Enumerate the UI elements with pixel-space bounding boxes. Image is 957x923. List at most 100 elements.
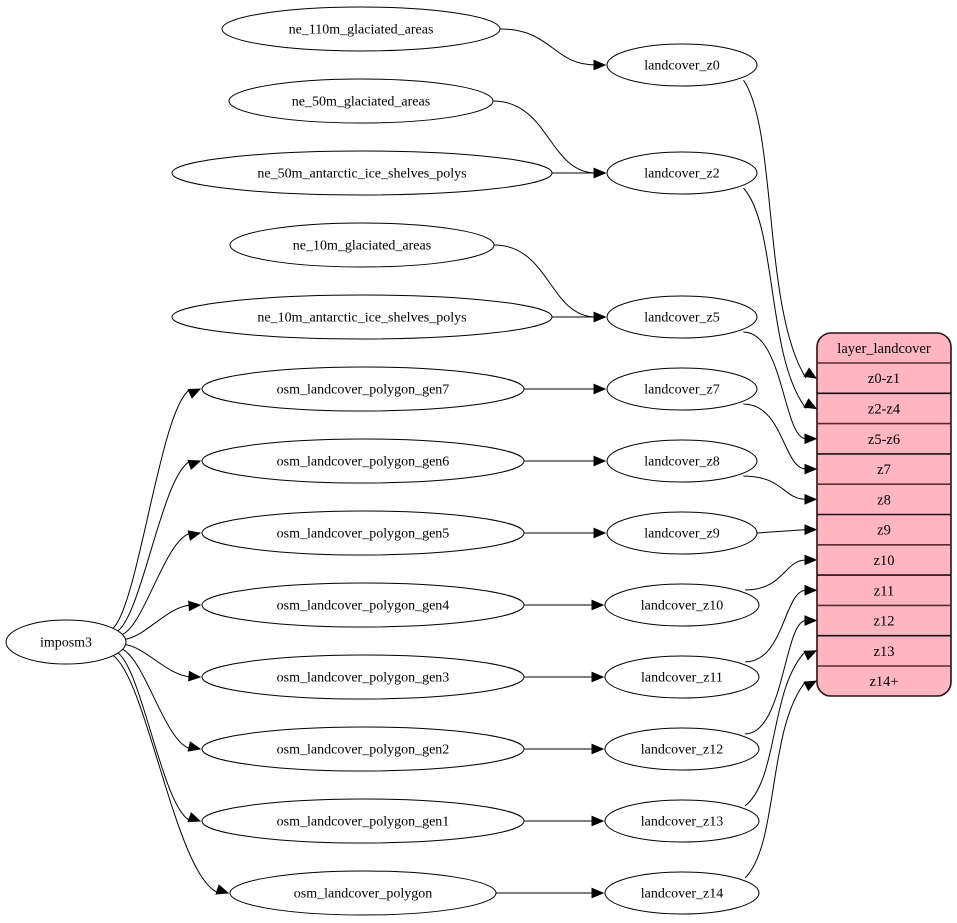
node-label: osm_landcover_polygon_gen3 <box>277 671 450 686</box>
layer-landcover-table: layer_landcoverz0-z1z2-z4z5-z6z7z8z9z10z… <box>816 332 952 697</box>
osm-node-osm_gen7[interactable]: osm_landcover_polygon_gen7 <box>201 366 525 412</box>
osm-node-osm_gen1[interactable]: osm_landcover_polygon_gen1 <box>201 798 525 844</box>
edge-ne50ice-to-z2 <box>552 167 607 179</box>
edge-arrowhead <box>591 671 605 683</box>
edge-landcover_z7-to-table-row-3 <box>743 403 818 475</box>
node-label: landcover_z8 <box>644 455 719 470</box>
edge-line <box>743 79 807 379</box>
osm-node-osm_gen5[interactable]: osm_landcover_polygon_gen5 <box>201 510 525 556</box>
edge-arrowhead <box>804 463 818 475</box>
landcover-node-landcover_z8[interactable]: landcover_z8 <box>606 439 758 483</box>
landcover-node-landcover_z14[interactable]: landcover_z14 <box>604 871 760 915</box>
ne-node-ne110_glaciated[interactable]: ne_110m_glaciated_areas <box>221 6 501 52</box>
ne-node-ne50_glaciated[interactable]: ne_50m_glaciated_areas <box>228 78 494 124</box>
edge-imposm3-to-osm_gen1 <box>117 652 202 823</box>
edge-line <box>117 652 192 822</box>
node-shape <box>229 870 497 916</box>
node-shape <box>604 799 760 843</box>
edge-line <box>121 648 192 750</box>
node-label: ne_10m_antarctic_ice_shelves_polys <box>257 311 466 326</box>
node-shape <box>604 583 760 627</box>
table-row-label: z11 <box>874 583 894 599</box>
edge-landcover_z2-to-table-row-1 <box>743 187 818 410</box>
node-label: osm_landcover_polygon_gen7 <box>277 383 450 398</box>
landcover-node-landcover_z0[interactable]: landcover_z0 <box>606 43 758 87</box>
node-shape <box>201 438 525 484</box>
edge-arrowhead <box>591 887 605 899</box>
landcover-node-landcover_z9[interactable]: landcover_z9 <box>606 511 758 555</box>
edge-arrowhead <box>188 670 202 682</box>
node-shape <box>228 78 494 124</box>
edge-osm_polygon-to-landcover_z14 <box>496 887 605 899</box>
landcover-node-landcover_z12[interactable]: landcover_z12 <box>604 727 760 771</box>
node-label: osm_landcover_polygon_gen4 <box>277 599 450 614</box>
edge-arrowhead <box>593 167 607 179</box>
edge-arrowhead <box>804 524 818 536</box>
edge-osm_gen7-to-landcover_z7 <box>524 383 607 395</box>
osm-node-osm_gen3[interactable]: osm_landcover_polygon_gen3 <box>201 654 525 700</box>
landcover-node-landcover_z10[interactable]: landcover_z10 <box>604 583 760 627</box>
osm-node-osm_gen2[interactable]: osm_landcover_polygon_gen2 <box>201 726 525 772</box>
table-row-label: z7 <box>877 462 891 478</box>
edge-osm_gen3-to-landcover_z11 <box>524 671 605 683</box>
node-shape <box>201 798 525 844</box>
edge-line <box>743 331 807 440</box>
edge-imposm3-to-osm_gen6 <box>117 459 202 632</box>
source-node-imposm3[interactable]: imposm3 <box>5 619 127 665</box>
osm-node-osm_gen4[interactable]: osm_landcover_polygon_gen4 <box>201 582 525 628</box>
node-label: landcover_z2 <box>644 167 719 182</box>
edge-line <box>743 475 807 500</box>
landcover-node-landcover_z11[interactable]: landcover_z11 <box>604 655 760 699</box>
table-row-label: z13 <box>874 644 895 660</box>
landcover-node-landcover_z2[interactable]: landcover_z2 <box>606 151 758 195</box>
landcover-node-landcover_z5[interactable]: landcover_z5 <box>606 295 758 339</box>
node-shape <box>606 295 758 339</box>
edge-line <box>743 403 807 470</box>
edge-arrowhead <box>593 311 607 323</box>
edge-imposm3-to-osm_gen5 <box>121 530 202 636</box>
edge-landcover_z9-to-table-row-5 <box>756 524 818 536</box>
edge-line <box>117 460 192 632</box>
edge-line <box>492 100 597 174</box>
landcover-node-landcover_z13[interactable]: landcover_z13 <box>604 799 760 843</box>
table-row-label: z8 <box>877 492 891 508</box>
node-label: landcover_z14 <box>641 887 723 902</box>
node-shape <box>201 510 525 556</box>
landcover-node-landcover_z7[interactable]: landcover_z7 <box>606 367 758 411</box>
layer-landcover-record[interactable]: layer_landcoverz0-z1z2-z4z5-z6z7z8z9z10z… <box>816 332 952 697</box>
node-label: imposm3 <box>40 636 92 651</box>
node-label: ne_110m_glaciated_areas <box>289 23 434 38</box>
node-shape <box>606 439 758 483</box>
node-shape <box>201 654 525 700</box>
node-shape <box>606 43 758 87</box>
edge-line <box>744 680 807 879</box>
edge-arrowhead <box>593 59 607 71</box>
node-shape <box>201 726 525 772</box>
edge-arrowhead <box>593 455 607 467</box>
edge-arrowhead <box>803 680 818 692</box>
edge-arrowhead <box>803 367 818 379</box>
edge-imposm3-to-osm_polygon <box>112 655 230 895</box>
edge-landcover_z12-to-table-row-8 <box>745 615 818 735</box>
edge-landcover_z11-to-table-row-7 <box>745 584 818 663</box>
edge-arrowhead <box>593 383 607 395</box>
table-row-label: z14+ <box>869 674 898 690</box>
osm-node-osm_polygon[interactable]: osm_landcover_polygon <box>229 870 497 916</box>
node-shape <box>606 367 758 411</box>
edge-arrowhead <box>188 600 202 612</box>
ne-node-ne50_ice_shelves[interactable]: ne_50m_antarctic_ice_shelves_polys <box>171 150 553 196</box>
edge-osm_gen5-to-landcover_z9 <box>524 527 607 539</box>
edge-arrowhead <box>187 741 202 752</box>
edge-line <box>745 589 807 663</box>
osm-node-osm_gen6[interactable]: osm_landcover_polygon_gen6 <box>201 438 525 484</box>
edge-landcover_z14-to-table-row-10 <box>744 680 818 879</box>
edge-imposm3-to-osm_gen4 <box>124 600 202 640</box>
table-row-label: z12 <box>874 614 895 630</box>
ne-node-ne10_ice_shelves[interactable]: ne_10m_antarctic_ice_shelves_polys <box>171 294 553 340</box>
edge-arrowhead <box>591 743 605 755</box>
edge-arrowhead <box>187 812 202 823</box>
edge-line <box>743 187 807 409</box>
node-shape <box>201 582 525 628</box>
ne-node-ne10_glaciated[interactable]: ne_10m_glaciated_areas <box>229 222 495 268</box>
